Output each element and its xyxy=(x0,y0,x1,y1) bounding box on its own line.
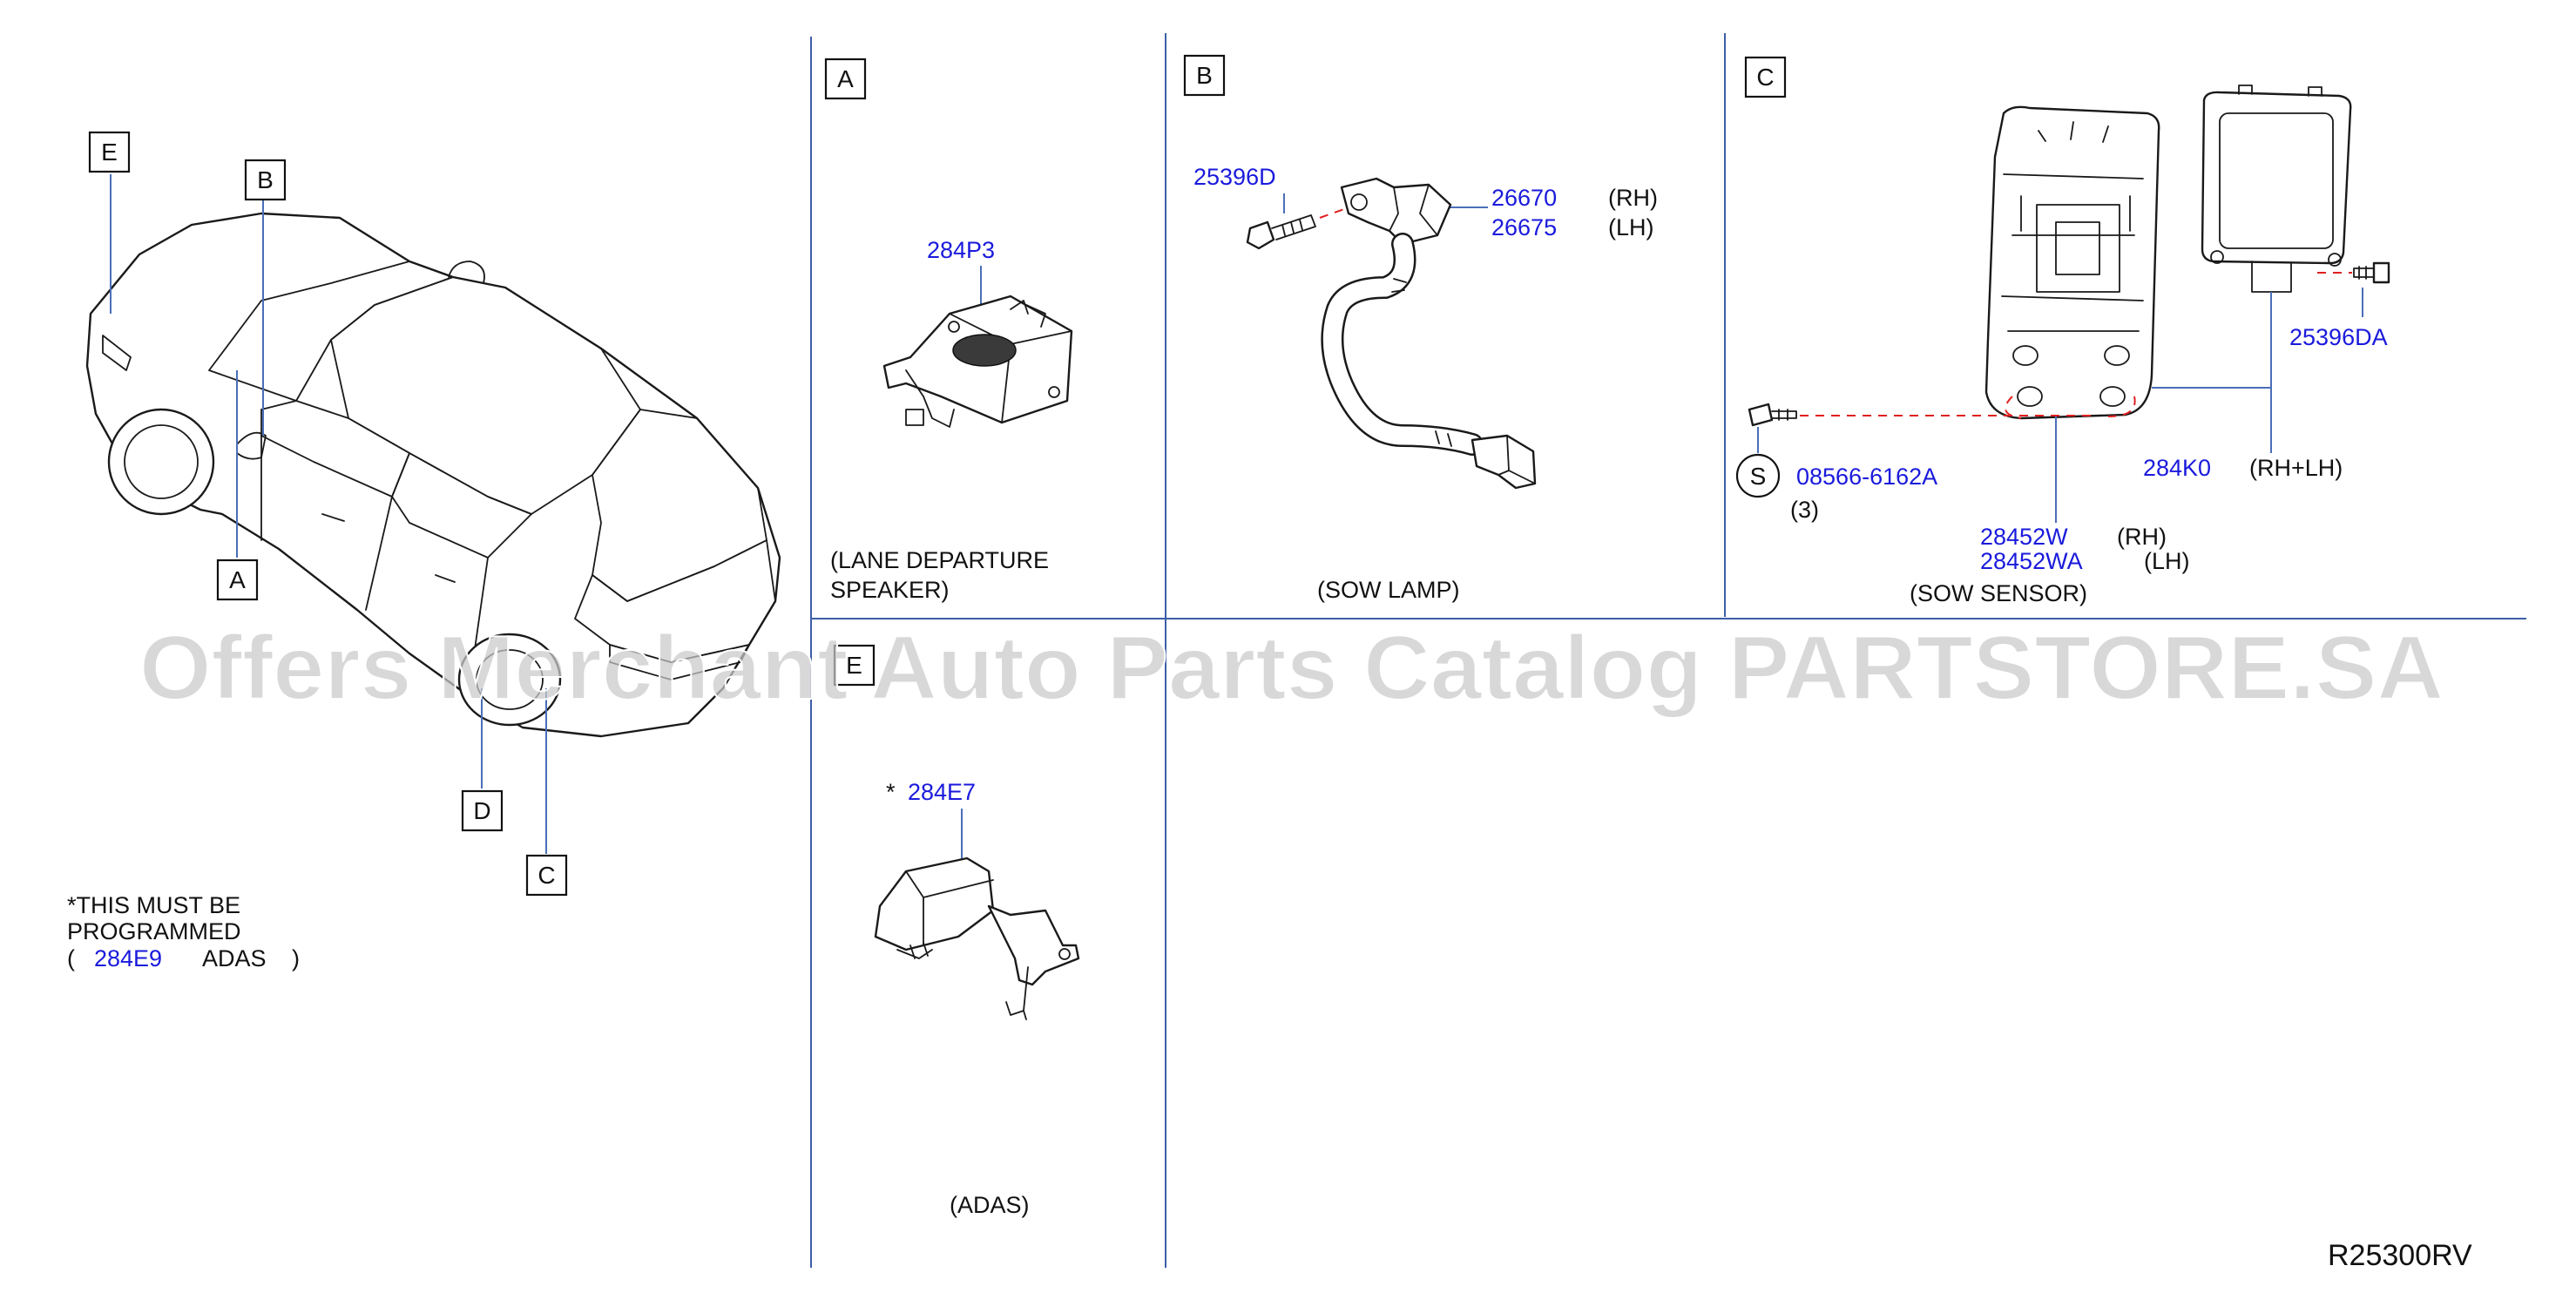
svg-text:28452WA: 28452WA xyxy=(1980,548,2083,574)
svg-text:): ) xyxy=(292,945,300,971)
svg-text:ADAS: ADAS xyxy=(202,945,267,971)
svg-text:284P3: 284P3 xyxy=(927,237,995,263)
svg-text:D: D xyxy=(473,797,490,824)
svg-text:28452W: 28452W xyxy=(1980,524,2068,550)
svg-text:C: C xyxy=(538,862,555,889)
svg-text:25396DA: 25396DA xyxy=(2289,324,2388,350)
svg-text:*THIS MUST BE: *THIS MUST BE xyxy=(67,892,240,918)
svg-text:SPEAKER): SPEAKER) xyxy=(830,577,950,603)
svg-text:(LH): (LH) xyxy=(1608,214,1654,240)
section-e: E * 284E7 (ADAS) xyxy=(833,644,1080,1218)
svg-text:(LH): (LH) xyxy=(2144,548,2190,574)
section-c: C xyxy=(1735,56,2390,606)
car-callout-leaders xyxy=(110,174,547,854)
sow-lamp-drawing xyxy=(1246,177,1537,490)
svg-text:B: B xyxy=(257,166,274,193)
svg-text:284K0: 284K0 xyxy=(2143,455,2211,481)
callout-box-d: D xyxy=(461,789,504,832)
svg-text:284E9: 284E9 xyxy=(94,945,162,971)
callout-box-c: C xyxy=(525,854,568,897)
watermark: Offers Merchant Auto Parts Catalog PARTS… xyxy=(139,618,2444,719)
car-overview xyxy=(85,212,781,738)
diagram-code: R25300RV xyxy=(2328,1239,2472,1272)
callout-box-b: B xyxy=(244,159,287,201)
svg-text:*: * xyxy=(886,779,896,805)
section-separators xyxy=(810,33,2526,1268)
svg-text:284E7: 284E7 xyxy=(908,779,976,805)
callout-box-a: A xyxy=(216,558,259,601)
svg-text:B: B xyxy=(1196,62,1213,89)
svg-text:(RH): (RH) xyxy=(1608,185,1658,211)
svg-text:(: ( xyxy=(67,945,75,971)
svg-text:26675: 26675 xyxy=(1491,214,1557,240)
screw-08566-drawing xyxy=(1748,396,2136,427)
svg-text:A: A xyxy=(229,566,246,593)
svg-text:25396D: 25396D xyxy=(1193,164,1276,190)
adas-module-drawing xyxy=(874,856,1080,1020)
svg-text:(ADAS): (ADAS) xyxy=(950,1192,1030,1218)
section-a: A 284P3 (LANE DEPARTURE SPEAKER) xyxy=(824,58,1073,603)
svg-text:(SOW SENSOR): (SOW SENSOR) xyxy=(1910,580,2087,606)
svg-text:(3): (3) xyxy=(1790,497,1819,523)
svg-text:PROGRAMMED: PROGRAMMED xyxy=(67,918,241,944)
callout-box-e: E xyxy=(88,131,131,173)
section-b: B 25396D 26670 (RH) 26675 (LH) (SOW L xyxy=(1183,54,1658,603)
svg-text:(RH+LH): (RH+LH) xyxy=(2249,455,2343,481)
svg-text:08566-6162A: 08566-6162A xyxy=(1796,464,1937,490)
svg-text:S: S xyxy=(1750,463,1767,490)
svg-text:E: E xyxy=(846,652,862,679)
sow-sensor-drawing xyxy=(2201,85,2352,293)
svg-text:A: A xyxy=(837,65,854,92)
programming-note: *THIS MUST BE PROGRAMMED ( 284E9 ADAS ) xyxy=(67,892,300,971)
svg-text:(LANE DEPARTURE: (LANE DEPARTURE xyxy=(830,547,1049,573)
svg-text:C: C xyxy=(1756,64,1774,91)
svg-text:E: E xyxy=(101,139,118,166)
lane-departure-speaker-drawing xyxy=(882,294,1073,428)
svg-text:26670: 26670 xyxy=(1491,185,1557,211)
svg-text:(SOW LAMP): (SOW LAMP) xyxy=(1317,577,1460,603)
sow-sensor-bracket-drawing xyxy=(1984,105,2160,420)
bolt-25396da-drawing xyxy=(2317,261,2390,284)
svg-text:(RH): (RH) xyxy=(2117,524,2167,550)
